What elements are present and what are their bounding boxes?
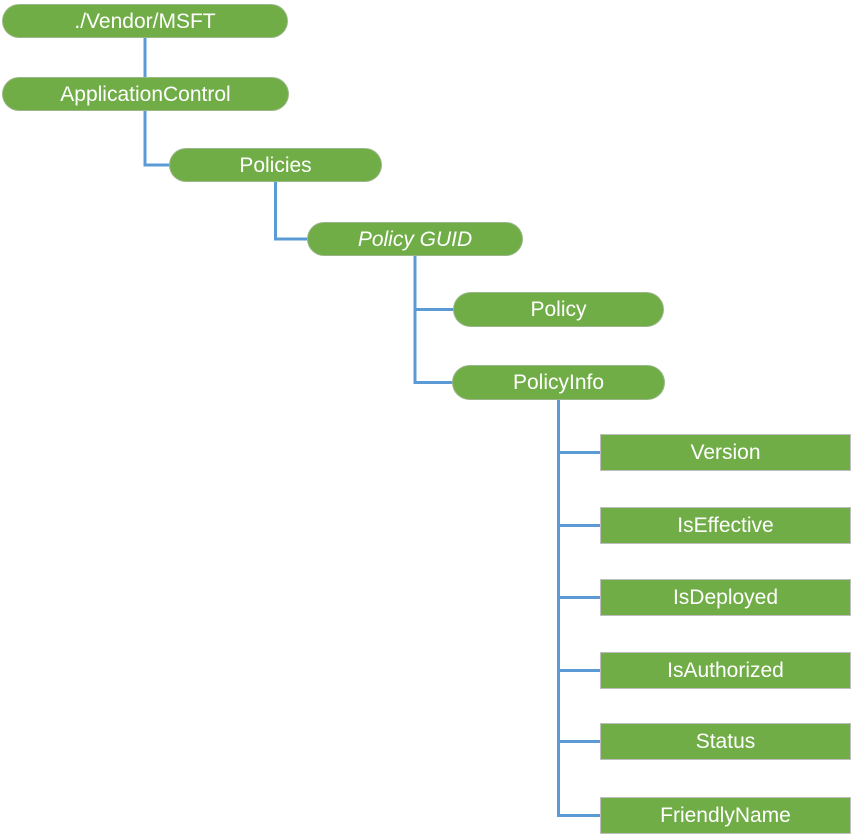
connector-appcontrol-to-policies: [143, 110, 170, 167]
node-label: FriendlyName: [660, 804, 791, 827]
node-label: IsDeployed: [672, 586, 779, 609]
tree-node-is-deployed: IsDeployed: [600, 579, 851, 616]
tree-node-status: Status: [600, 723, 851, 760]
node-label: ApplicationControl: [60, 82, 231, 106]
tree-node-policy: Policy: [453, 292, 664, 327]
node-label: Version: [690, 441, 761, 464]
tree-node-version: Version: [600, 434, 851, 471]
node-label: IsEffective: [677, 514, 774, 537]
node-label: Policy: [530, 298, 587, 321]
tree-node-policy-guid: Policy GUID: [307, 222, 523, 256]
tree-node-policy-info: PolicyInfo: [452, 365, 665, 400]
node-label: Policies: [239, 153, 312, 177]
tree-node-application-control: ApplicationControl: [2, 77, 289, 111]
tree-node-is-authorized: IsAuthorized: [600, 652, 851, 689]
tree-node-is-effective: IsEffective: [600, 507, 851, 544]
node-label: Policy GUID: [357, 227, 473, 251]
node-label: Status: [695, 730, 756, 753]
connector-policyinfo-to-leaves: [557, 399, 601, 817]
tree-node-vendor-msft: ./Vendor/MSFT: [2, 4, 288, 38]
tree-node-policies: Policies: [169, 148, 382, 182]
node-label: ./Vendor/MSFT: [74, 9, 216, 33]
connector-policyguid-to-children: [413, 255, 454, 384]
node-label: IsAuthorized: [667, 659, 784, 682]
node-label: PolicyInfo: [512, 371, 605, 394]
tree-node-friendly-name: FriendlyName: [600, 797, 851, 834]
connector-policies-to-policyguid: [274, 181, 308, 241]
